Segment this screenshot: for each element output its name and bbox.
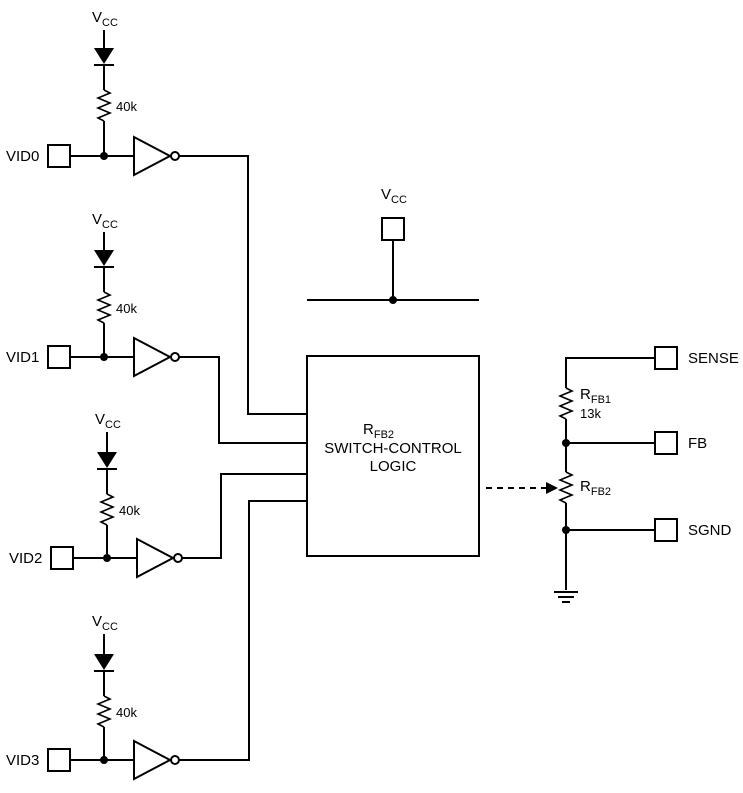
vid0-pin bbox=[47, 144, 71, 168]
pullup-resistor-icon bbox=[95, 89, 113, 122]
diode-icon bbox=[97, 452, 117, 468]
diode-icon bbox=[94, 250, 114, 266]
vid0-label: VID0 bbox=[6, 148, 39, 165]
sense-label: SENSE bbox=[688, 350, 739, 367]
vid2-pin bbox=[50, 546, 74, 570]
vcc-label: VCC bbox=[92, 211, 118, 231]
rfb2-label: RFB2 bbox=[580, 478, 611, 498]
diode-icon bbox=[94, 654, 114, 670]
arrow-head-icon bbox=[546, 482, 558, 494]
vid1-label: VID1 bbox=[6, 349, 39, 366]
sgnd-label: SGND bbox=[688, 522, 732, 539]
rfb1-label: RFB1 bbox=[580, 386, 611, 406]
pullup-resistor-icon bbox=[95, 291, 113, 324]
vid1-channel: VCC 40k VID1 bbox=[6, 211, 307, 444]
vid2-label: VID2 bbox=[9, 550, 42, 567]
vcc-pin bbox=[381, 217, 405, 241]
vid1-pin bbox=[47, 345, 71, 369]
inverter-icon bbox=[136, 537, 176, 579]
sgnd-pin bbox=[654, 518, 678, 542]
inverter-icon bbox=[133, 336, 173, 378]
pullup-resistor-value: 40k bbox=[116, 705, 137, 720]
vid3-channel: VCC 40k VID3 bbox=[6, 500, 307, 781]
rfb1-resistor-icon bbox=[557, 387, 575, 420]
fb-pin bbox=[654, 431, 678, 455]
fb-label: FB bbox=[688, 435, 707, 452]
control-arrow bbox=[486, 482, 558, 494]
pullup-resistor-icon bbox=[95, 695, 113, 728]
diode-icon bbox=[94, 48, 114, 64]
pullup-resistor-value: 40k bbox=[116, 301, 137, 316]
vid3-label: VID3 bbox=[6, 752, 39, 769]
feedback-divider: SENSE RFB1 13k FB RFB2 SGND bbox=[554, 346, 739, 603]
logic-block-line2: SWITCH-CONTROL bbox=[324, 440, 462, 457]
inverter-icon bbox=[133, 135, 173, 177]
rfb1-value: 13k bbox=[580, 406, 601, 421]
vcc-label: VCC bbox=[92, 613, 118, 633]
sense-pin bbox=[654, 346, 678, 370]
ground-icon bbox=[554, 591, 578, 603]
logic-block-line3: LOGIC bbox=[370, 458, 417, 475]
vcc-label: VCC bbox=[381, 186, 407, 206]
switch-control-logic-block: RFB2 SWITCH-CONTROL LOGIC bbox=[306, 355, 480, 557]
vid0-channel: VCC 40k VID0 bbox=[6, 9, 307, 415]
vcc-label: VCC bbox=[92, 9, 118, 29]
rfb2-resistor-icon bbox=[557, 471, 575, 504]
vcc-label: VCC bbox=[95, 411, 121, 431]
pullup-resistor-icon bbox=[98, 493, 116, 526]
inverter-icon bbox=[133, 739, 173, 781]
vid2-channel: VCC 40k VID2 bbox=[9, 411, 307, 579]
pullup-resistor-value: 40k bbox=[119, 503, 140, 518]
vid3-pin bbox=[47, 748, 71, 772]
pullup-resistor-value: 40k bbox=[116, 99, 137, 114]
vcc-bus: VCC bbox=[307, 186, 479, 304]
logic-block-title: RFB2 bbox=[363, 421, 394, 441]
